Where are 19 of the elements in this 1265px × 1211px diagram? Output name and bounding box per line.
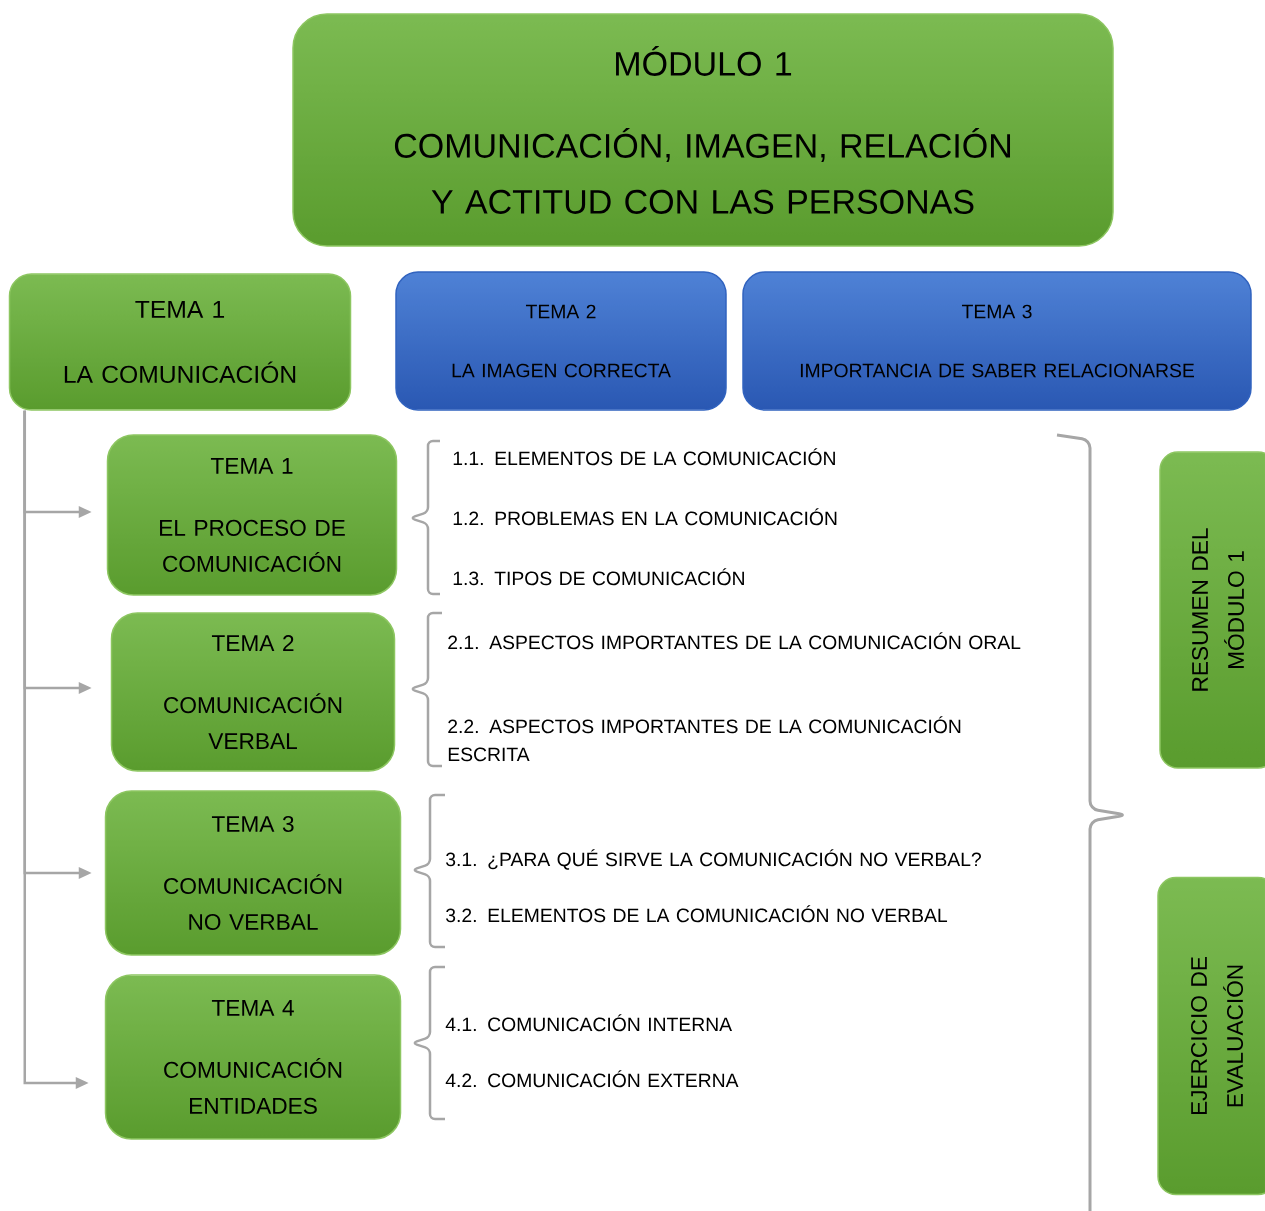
subtopic-text: 3.1. ¿PARA QUÉ SIRVE LA COMUNICACIÓN NO VERBAL? [446,849,981,870]
side-box: RESUMEN DEL MÓDULO 1 [1159,451,1265,769]
topic-box: TEMA 3 COMUNICACIÓN NO VERBAL [104,790,402,956]
subtopic-text: 1.1. ELEMENTOS DE LA COMUNICACIÓN [453,448,835,466]
topic-box: TEMA 3 IMPORTANCIA DE SABER RELACIONARSE [742,271,1252,411]
topic-box: TEMA 4 COMUNICACIÓN ENTIDADES [104,974,402,1140]
subtopic-text: 4.2. COMUNICACIÓN EXTERNA [445,1070,739,1088]
topic-box: TEMA 1 LA COMUNICACIÓN [8,273,352,411]
subtopic-text: 1.2. PROBLEMAS EN LA COMUNICACIÓN [453,508,837,526]
subtopic-text: 4.1. COMUNICACIÓN INTERNA [445,1014,732,1032]
subtopic-text: 3.2. ELEMENTOS DE LA COMUNICACIÓN NO VERBAL [446,905,948,923]
title-box: MÓDULO 1 COMUNICACIÓN, IMAGEN, RELACIÓN Y ACTITUD CON LAS PERSONAS [292,13,1114,247]
topic-box: TEMA 2 COMUNICACIÓN VERBAL [110,612,396,772]
topic-box: TEMA 2 LA IMAGEN CORRECTA [395,271,727,411]
side-box: EJERCICIO DE EVALUACIÓN [1157,876,1265,1196]
subtopic-text: 2.1. ASPECTOS IMPORTANTES DE LA COMUNICACIÓN ORAL [448,632,1021,650]
subtopic-text: 2.2. ASPECTOS IMPORTANTES DE LA COMUNICACIÓN ESCRITA [448,716,961,762]
topic-box: TEMA 1 EL PROCESO DE COMUNICACIÓN [106,434,398,596]
subtopic-text: 1.3. TIPOS DE COMUNICACIÓN [453,568,744,586]
